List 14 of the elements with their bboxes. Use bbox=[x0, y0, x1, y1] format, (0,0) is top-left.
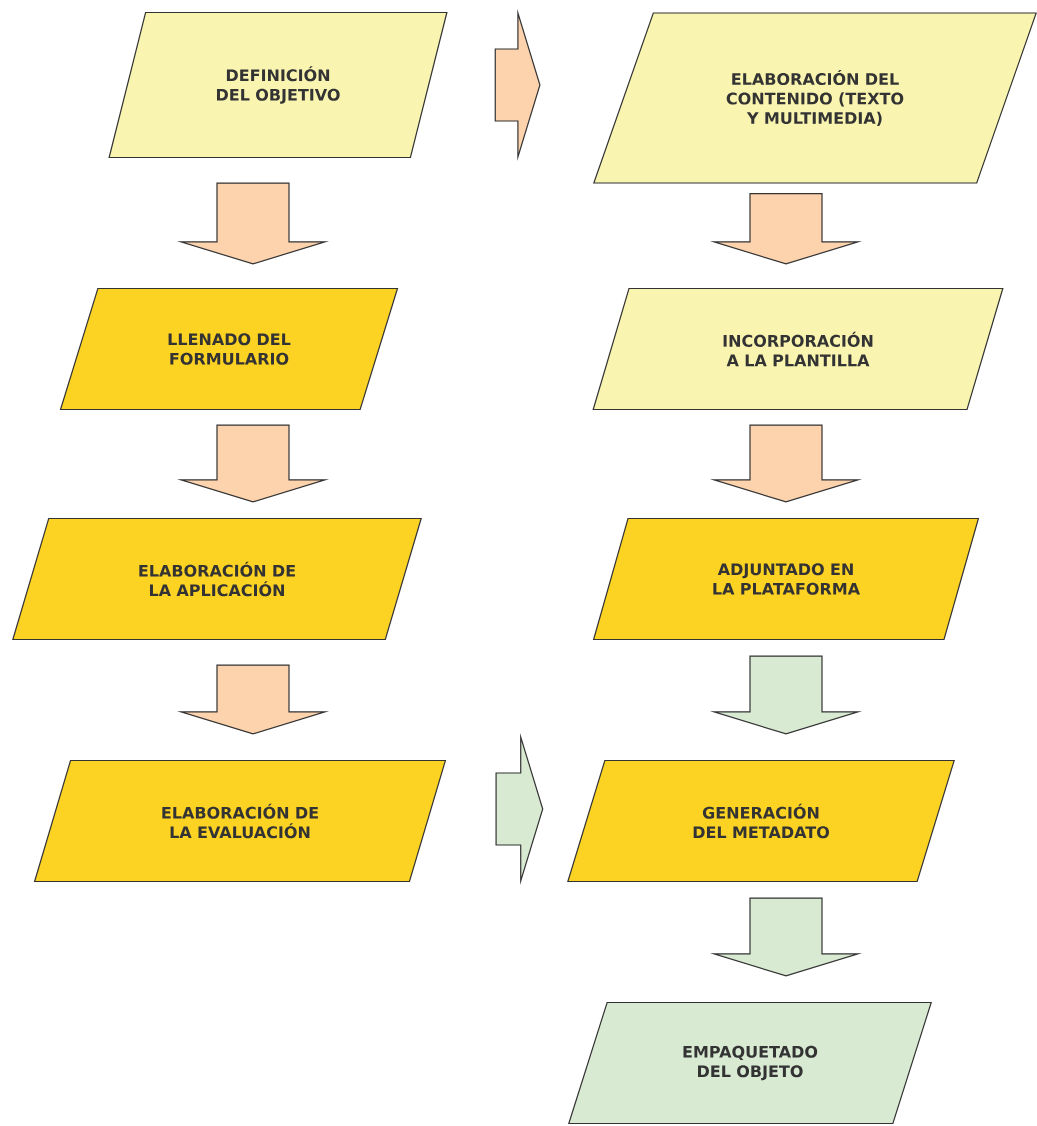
process-parallelogram: GENERACIÓN DEL METADATO bbox=[567, 759, 955, 883]
process-parallelogram: INCORPORACIÓN A LA PLANTILLA bbox=[592, 287, 1004, 411]
block-arrow bbox=[177, 182, 329, 265]
block-arrow bbox=[177, 424, 329, 503]
block-arrow bbox=[710, 424, 863, 503]
block-arrow bbox=[710, 193, 863, 265]
process-parallelogram: ELABORACIÓN DE LA APLICACIÓN bbox=[12, 517, 422, 641]
block-arrow bbox=[495, 732, 544, 885]
process-parallelogram: DEFINICIÓN DEL OBJETIVO bbox=[108, 11, 448, 159]
block-arrow bbox=[710, 897, 863, 977]
block-arrow bbox=[177, 664, 329, 735]
block-arrow bbox=[710, 655, 863, 735]
process-parallelogram: LLENADO DEL FORMULARIO bbox=[59, 287, 399, 411]
block-arrow bbox=[494, 8, 541, 161]
